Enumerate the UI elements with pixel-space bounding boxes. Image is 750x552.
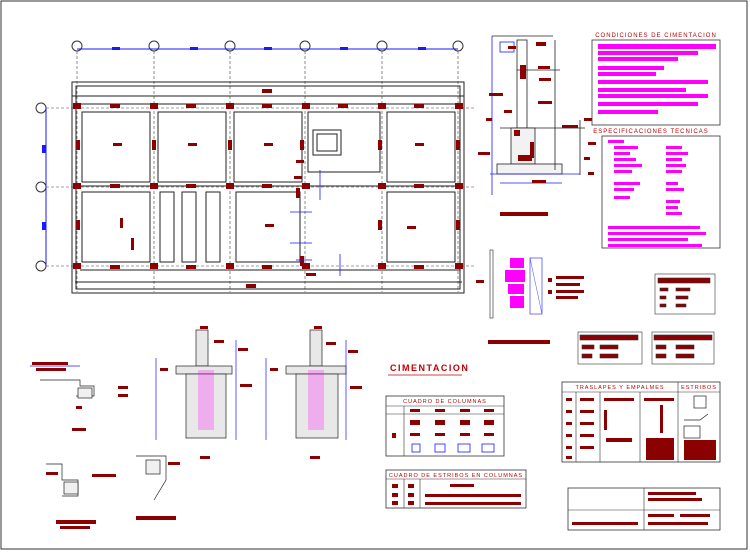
specs-box: ESPECIFICACIONES TECNICAS (593, 129, 721, 249)
title-block (567, 487, 721, 531)
wall-section-annotations (478, 42, 596, 216)
conditions-box: CONDICIONES DE CIMENTACION (591, 33, 721, 126)
stirrups-title: ESTRIBOS (681, 385, 717, 391)
stirrups-table: CUADRO DE ESTRIBOS EN COLUMNAS (385, 469, 527, 509)
stirrup-hook-icon (683, 395, 709, 439)
columns-table-title: CUADRO DE COLUMNAS (403, 399, 487, 405)
column-section-icon (411, 443, 495, 453)
specs-title: ESPECIFICACIONES TECNICAS (593, 129, 709, 135)
wall-section-detail (490, 35, 585, 195)
foundation-plan (35, 40, 476, 294)
plan-columns (73, 89, 463, 288)
beam-detail-annotations (32, 362, 180, 529)
columns-table: CUADRO DE COLUMNAS (385, 395, 505, 457)
column-elevation-detail (476, 249, 584, 344)
stirrups-table-title: CUADRO DE ESTRIBOS EN COLUMNAS (389, 473, 523, 479)
grid-bubble-icon (35, 40, 464, 272)
plan-dimensions (290, 170, 341, 276)
small-tables (577, 273, 716, 365)
cimentacion-title: CIMENTACION (390, 363, 469, 373)
splices-title: TRASLAPES Y EMPALMES (575, 385, 664, 391)
beam-details (30, 365, 167, 501)
conditions-title: CONDICIONES DE CIMENTACION (595, 33, 717, 39)
footing-detail-icon (155, 326, 362, 459)
splices-table: TRASLAPES Y EMPALMES ESTRIBOS (561, 381, 721, 463)
